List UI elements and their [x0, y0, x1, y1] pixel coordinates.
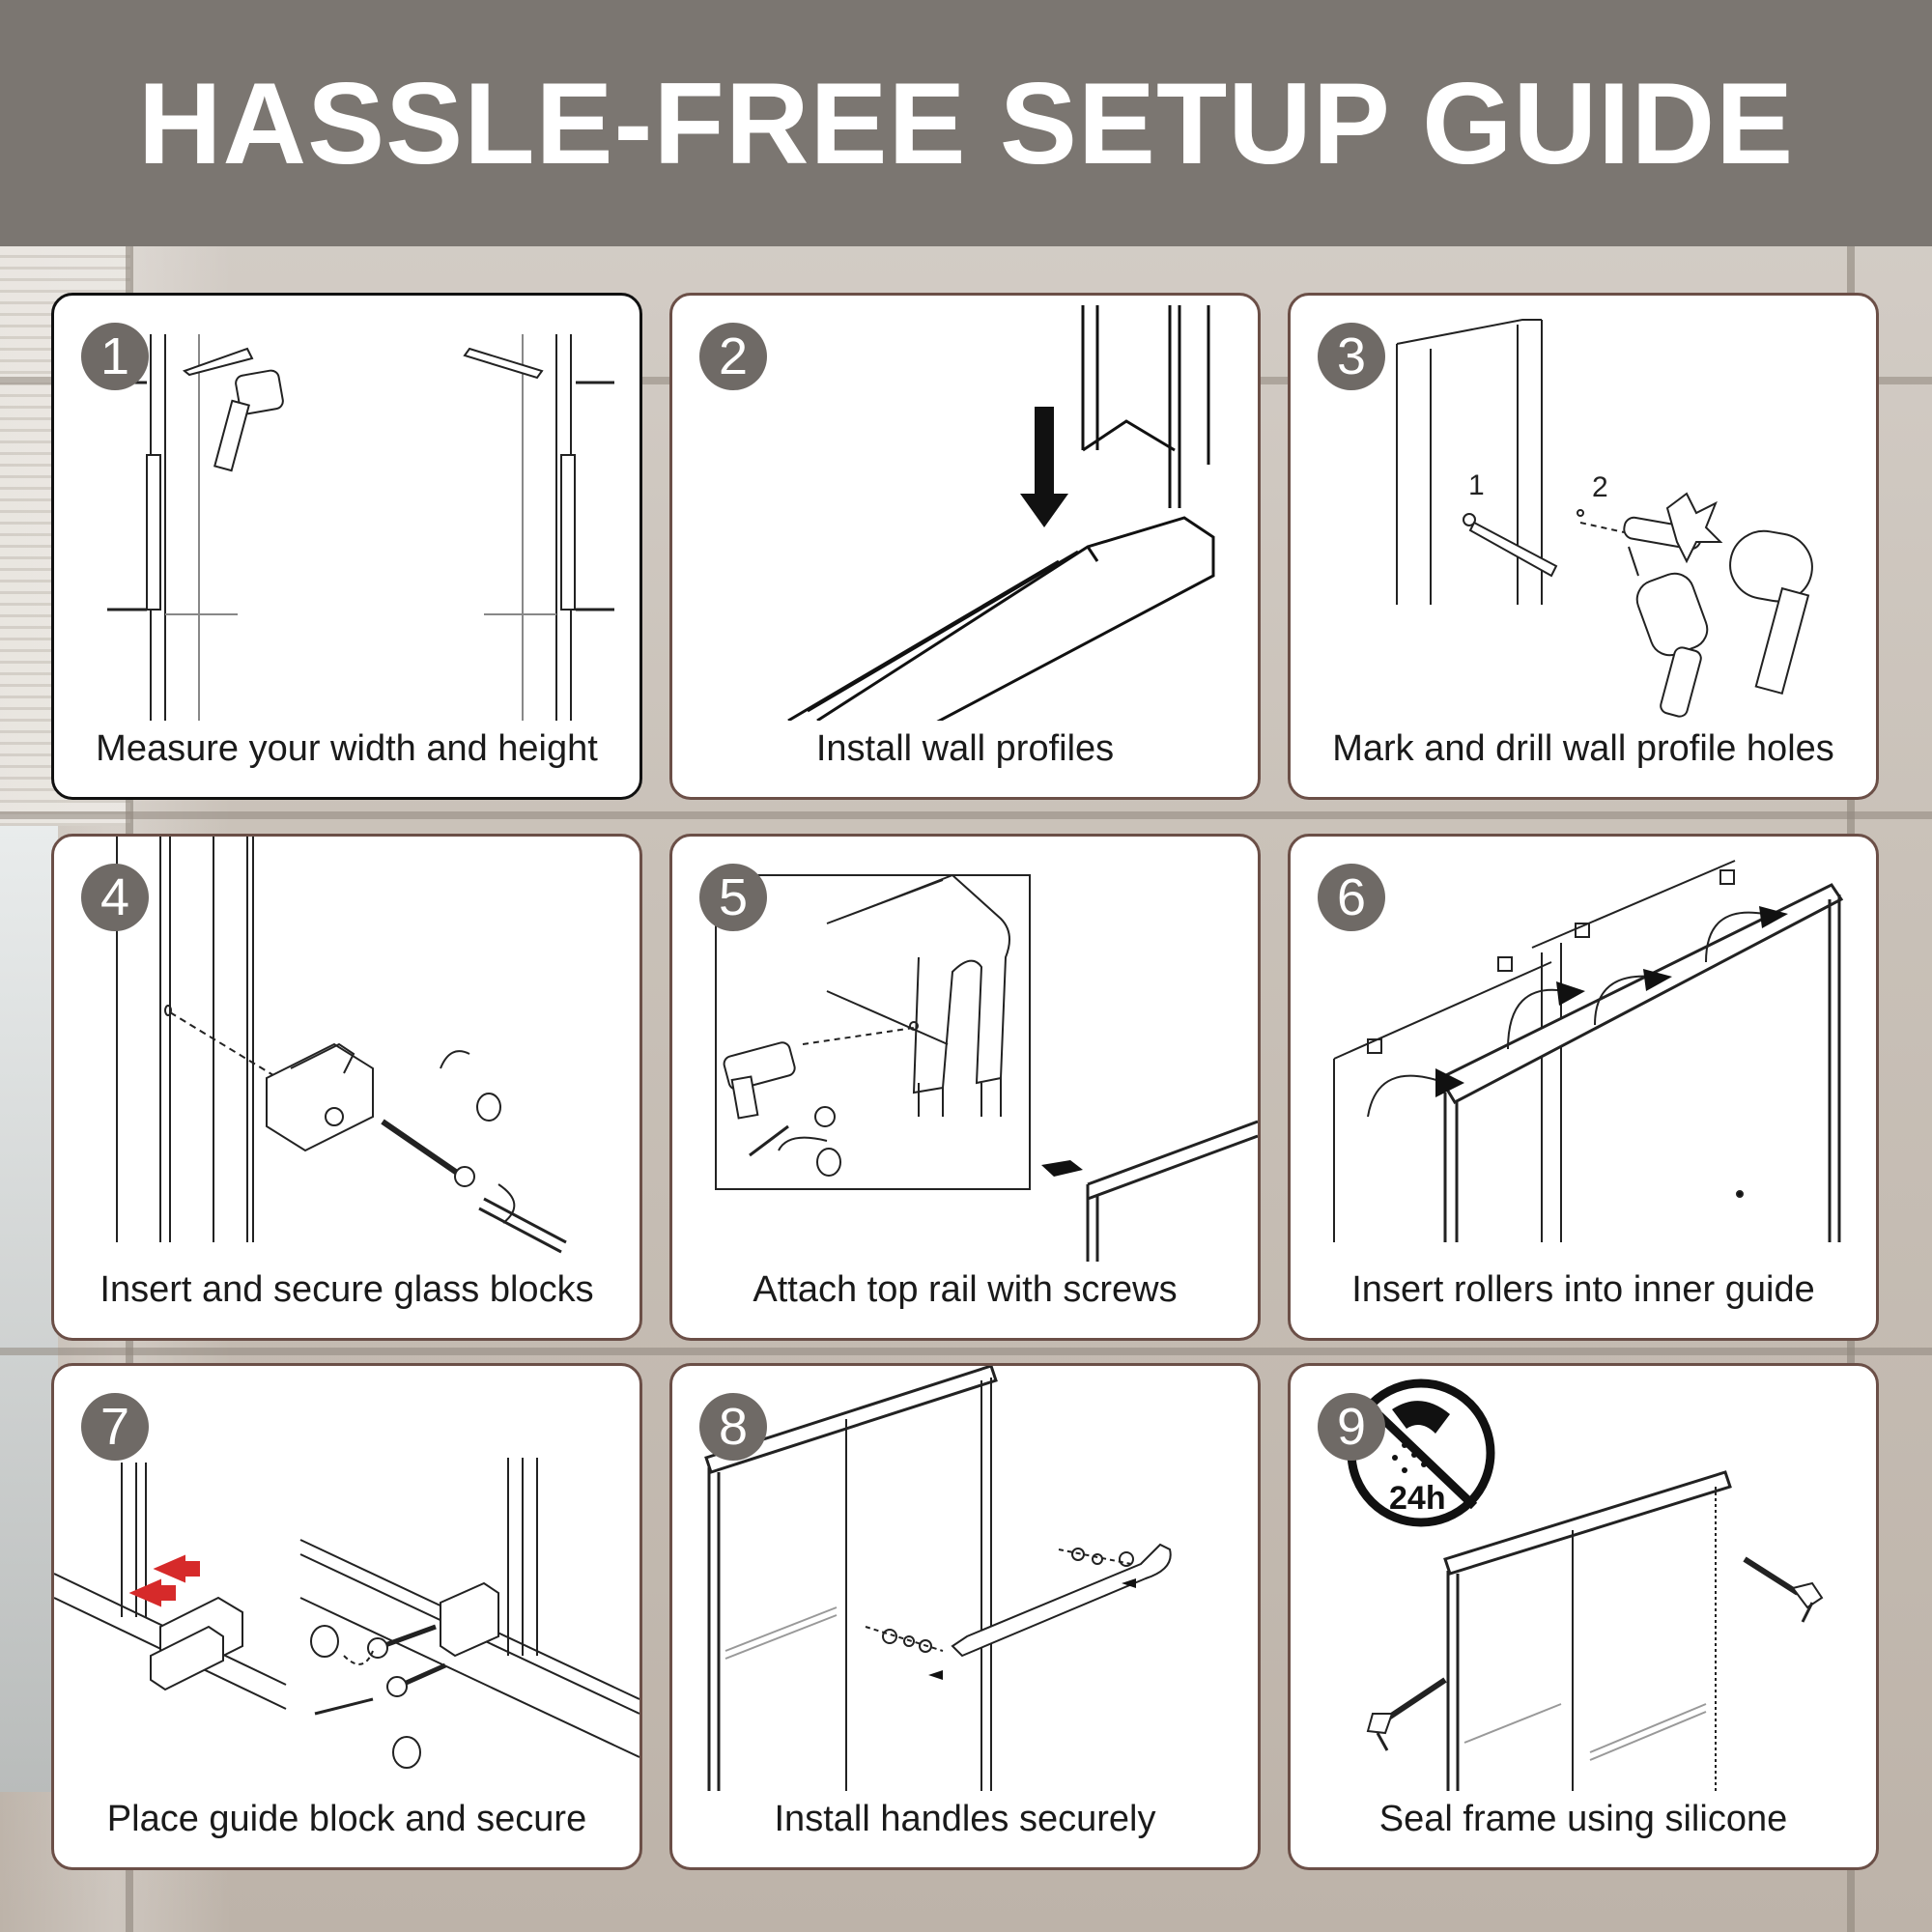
- step-card-8: 8 Install handles securely: [669, 1363, 1261, 1870]
- step-caption: Measure your width and height: [96, 728, 598, 769]
- drying-time-label: 24h: [1389, 1480, 1446, 1517]
- step-number-badge: 8: [699, 1393, 767, 1461]
- step-3-label-2: 2: [1592, 471, 1608, 503]
- step-number-badge: 6: [1318, 864, 1385, 931]
- silicone-gun-icon: [1368, 1680, 1445, 1750]
- step-card-7: 7 Place guide block and secure: [51, 1363, 642, 1870]
- step-number-badge: 3: [1318, 323, 1385, 390]
- step-caption: Insert rollers into inner guide: [1351, 1269, 1815, 1310]
- step-card-3: 3 1 2 Mark and drill wall profile holes: [1288, 293, 1879, 800]
- step-number-badge: 4: [81, 864, 149, 931]
- step-card-6: 6 Insert rollers into inner guide: [1288, 834, 1879, 1341]
- step-number-badge: 7: [81, 1393, 149, 1461]
- step-6-illustration: [1291, 837, 1876, 1262]
- step-number-badge: 1: [81, 323, 149, 390]
- step-caption: Install wall profiles: [815, 728, 1115, 769]
- step-3-illustration: [1291, 296, 1876, 721]
- step-number-badge: 2: [699, 323, 767, 390]
- background-window: [0, 826, 58, 1792]
- background-rail: [0, 811, 1932, 819]
- step-caption: Seal frame using silicone: [1378, 1799, 1788, 1839]
- step-3-label-1: 1: [1468, 469, 1485, 501]
- background-rail: [0, 1348, 1932, 1355]
- step-card-4: 4 Insert and secure glass blocks: [51, 834, 642, 1341]
- header-banner: HASSLE-FREE SETUP GUIDE: [0, 0, 1932, 246]
- step-4-illustration: [54, 837, 639, 1262]
- step-card-1: 1 Measure your width and height: [51, 293, 642, 800]
- step-card-5: 5 Attach top rail with screws: [669, 834, 1261, 1341]
- step-card-9: 9 24h Seal frame using si: [1288, 1363, 1879, 1870]
- step-7-illustration: [54, 1366, 639, 1791]
- step-number-badge: 5: [699, 864, 767, 931]
- page-title: HASSLE-FREE SETUP GUIDE: [137, 58, 1795, 188]
- step-card-2: 2 Install wall profiles: [669, 293, 1261, 800]
- step-5-illustration: [672, 837, 1258, 1262]
- step-1-illustration: [54, 296, 639, 721]
- step-number-badge: 9: [1318, 1393, 1385, 1461]
- step-8-illustration: [672, 1366, 1258, 1791]
- silicone-gun-icon: [1745, 1559, 1822, 1622]
- step-2-illustration: [672, 296, 1258, 721]
- step-caption: Mark and drill wall profile holes: [1332, 728, 1834, 769]
- step-caption: Place guide block and secure: [106, 1799, 587, 1839]
- step-caption: Insert and secure glass blocks: [99, 1269, 594, 1310]
- step-caption: Attach top rail with screws: [753, 1269, 1178, 1310]
- step-caption: Install handles securely: [774, 1799, 1156, 1839]
